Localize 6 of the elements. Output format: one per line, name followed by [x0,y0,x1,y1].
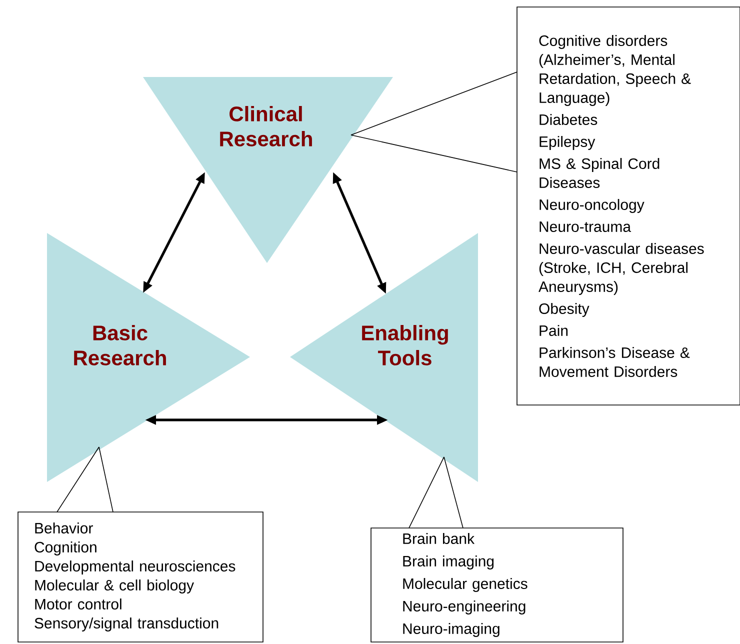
callout-box: Brain bank Brain imaging Molecular genetics Neuro-engineering Neuro-imaging [370,528,624,642]
leader-line [350,72,518,172]
leader-line [408,456,464,528]
leader-line [56,446,114,512]
callout-box: Cognitive disorders (Alzheimer’s, Mental Retardation, Speech & Language) Diabetes Epilepsy MS & Spinal Cord Diseases Neuro-oncology Neuro-trauma Neuro-vascular diseases (Stroke, ICH, Cerebral Aneurysms) Obesity Pain Parkinson’s Disease & Movement Disorders [516,6,740,406]
callout-box: Behavior Cognition Developmental neurosciences Molecular & cell biology Motor control Sensory/signal transduction [18,512,264,642]
